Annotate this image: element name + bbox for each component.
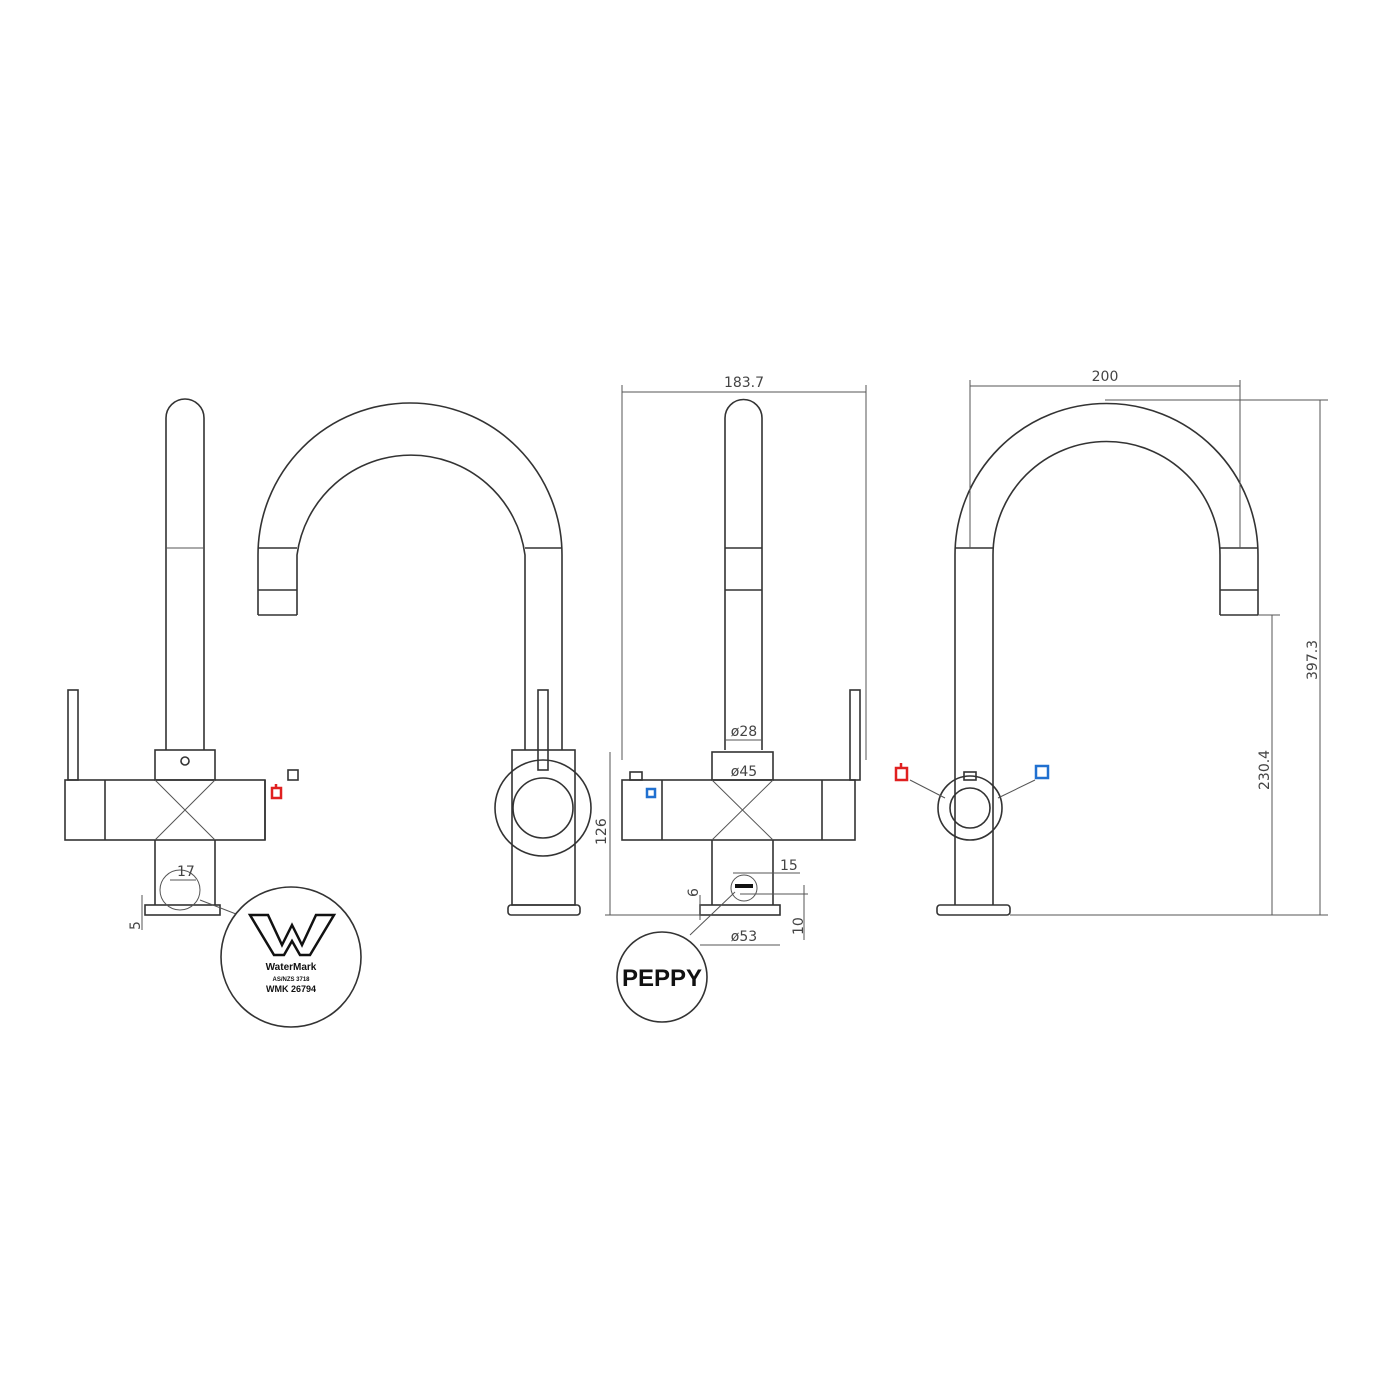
cold-cup-icon-rear: [1034, 764, 1050, 780]
dim-total-height: 397.3: [1305, 640, 1321, 680]
dim-base-diameter: ø53: [731, 929, 757, 945]
view-gooseneck: [257, 402, 592, 916]
brand-logo: PEPPY: [622, 965, 702, 992]
hot-cup-icon-rear: [894, 763, 909, 782]
dim-body-diameter: ø45: [731, 764, 757, 780]
dim-base-thickness: 10: [791, 917, 807, 935]
watermark-logo: WaterMark AS/NZS 3718 WMK 26794: [220, 886, 362, 1028]
dim-side-reach: 200: [1092, 369, 1119, 385]
view-side-left: 17 5 WaterMark AS/NZS 3718 WMK 26794: [64, 398, 362, 1028]
hot-cup-icon: [270, 784, 283, 800]
dim-front-reach: 183.7: [724, 375, 764, 391]
dim-logo-width: 15: [780, 858, 798, 874]
watermark-title: WaterMark: [266, 962, 317, 973]
view-front: 183.7 ø28 ø45 126 15 6 10 ø53 PEPPY: [594, 375, 867, 1023]
watermark-licence: WMK 26794: [266, 984, 316, 994]
watermark-standard: AS/NZS 3718: [272, 977, 310, 983]
dim-spout-height: 230.4: [1257, 750, 1273, 790]
dim-watermark-offset: 5: [128, 921, 144, 930]
dim-watermark-width: 17: [177, 864, 195, 880]
dim-body-height: 126: [594, 818, 610, 845]
view-rear: 200 397.3 230.4: [894, 369, 1328, 916]
peppy-logo: PEPPY: [616, 931, 708, 1023]
dim-spout-diameter: ø28: [731, 724, 757, 740]
cold-cup-icon: [645, 787, 657, 799]
dim-logo-height: 6: [686, 888, 702, 897]
